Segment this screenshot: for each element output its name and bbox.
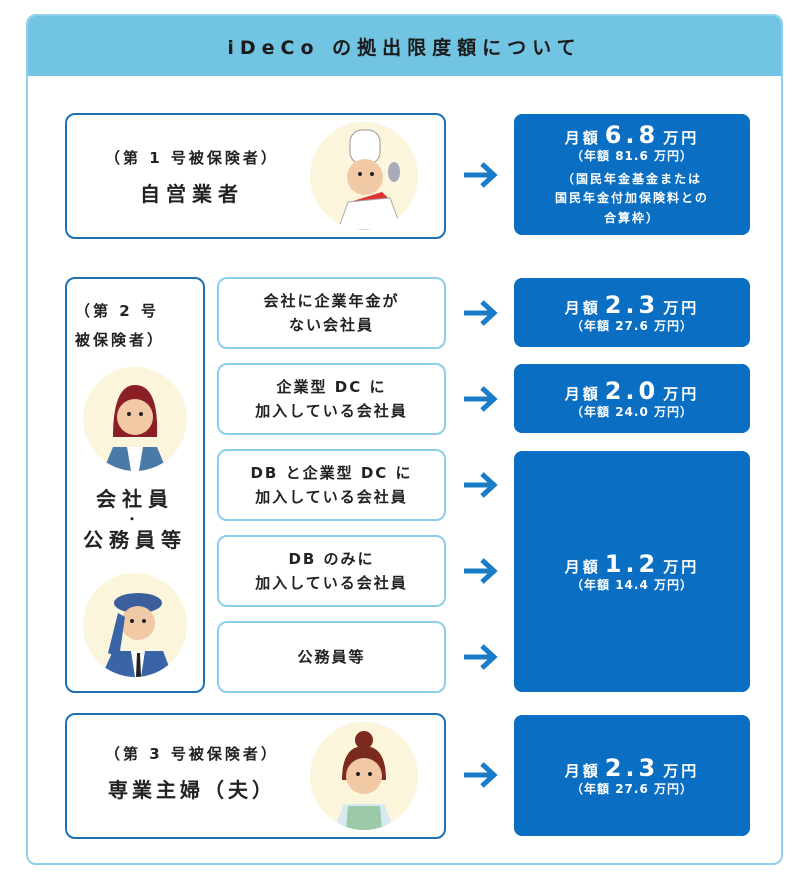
item-line: DB のみに	[288, 550, 375, 568]
main-line: 会社員	[96, 487, 174, 511]
monthly-value: 6.8	[604, 121, 660, 150]
yearly-value: （年額 14.4 万円）	[571, 578, 693, 592]
category2-item: 会社に企業年金がない会社員	[217, 277, 446, 349]
sub-line: （第 2 号	[75, 302, 159, 320]
monthly-unit: 万円	[663, 558, 700, 576]
arrow-right-icon	[464, 558, 498, 584]
category3-box: （第 3 号被保険者） 専業主婦（夫）	[65, 713, 446, 839]
item-line: 公務員等	[297, 648, 366, 666]
monthly-value: 2.3	[604, 754, 660, 782]
result-note: （国民年金基金または 国民年金付加保険料との 合算枠）	[555, 170, 709, 228]
arrow-right-icon	[464, 162, 498, 188]
homemaker-illustration	[310, 722, 418, 830]
category1-main: 自営業者	[140, 182, 244, 206]
civil-servant-illustration	[83, 573, 187, 677]
main-line: 公務員等	[83, 527, 187, 552]
monthly-unit: 万円	[663, 299, 700, 317]
monthly-unit: 万円	[663, 385, 700, 403]
category2-item: 企業型 DC に加入している会社員	[217, 363, 446, 435]
category2-item: DB と企業型 DC に加入している会社員	[217, 449, 446, 521]
arrow-right-icon	[464, 472, 498, 498]
monthly-value: 2.3	[604, 291, 660, 319]
category2-main: 会社員 ・ 公務員等	[67, 484, 203, 555]
monthly-label: 月額	[564, 129, 601, 148]
monthly-unit: 万円	[663, 762, 700, 780]
item-line: 加入している会社員	[255, 574, 408, 592]
note-line: 国民年金付加保険料との	[555, 191, 709, 206]
main-line: ・	[125, 512, 144, 526]
arrow-right-icon	[464, 762, 498, 788]
category2-item: DB のみに加入している会社員	[217, 535, 446, 607]
sub-line: 被保険者）	[75, 330, 166, 349]
item-line: DB と企業型 DC に	[250, 464, 413, 482]
yearly-value: （年額 27.6 万円）	[571, 319, 693, 333]
item-line: 加入している会社員	[255, 488, 408, 506]
diagram-frame: iDeCo の拠出限度額について	[26, 14, 783, 865]
arrow-right-icon	[464, 644, 498, 670]
category2-sub: （第 2 号 被保険者）	[75, 297, 185, 354]
diagram-title: iDeCo の拠出限度額について	[28, 16, 781, 76]
monthly-label: 月額	[564, 558, 601, 576]
monthly-label: 月額	[564, 299, 601, 317]
category3-sub: （第 3 号被保険者）	[105, 745, 279, 763]
monthly-label: 月額	[564, 762, 601, 780]
category1-sub: （第 1 号被保険者）	[105, 149, 279, 167]
item-line: ない会社員	[288, 316, 374, 334]
category3-main: 専業主婦（夫）	[108, 778, 276, 802]
note-line: （国民年金基金または	[561, 172, 702, 187]
category1-box: （第 1 号被保険者） 自営業者	[65, 113, 446, 239]
note-line: 合算枠）	[603, 210, 660, 225]
monthly-unit: 万円	[663, 129, 700, 148]
monthly-label: 月額	[564, 385, 601, 403]
yearly-value: （年額 27.6 万円）	[571, 782, 693, 796]
monthly-value: 2.0	[604, 377, 660, 405]
yearly-value: （年額 24.0 万円）	[571, 405, 693, 419]
office-worker-illustration	[83, 367, 187, 471]
yearly-value: （年額 81.6 万円）	[571, 149, 693, 164]
category2-box: （第 2 号 被保険者） 会社員 ・ 公務員等	[65, 277, 205, 693]
chef-illustration	[310, 122, 418, 230]
item-line: 会社に企業年金が	[263, 292, 400, 310]
arrow-right-icon	[464, 386, 498, 412]
monthly-value: 1.2	[604, 550, 660, 578]
item-line: 企業型 DC に	[276, 378, 387, 396]
category2-item: 公務員等	[217, 621, 446, 693]
arrow-right-icon	[464, 300, 498, 326]
item-line: 加入している会社員	[255, 402, 408, 420]
